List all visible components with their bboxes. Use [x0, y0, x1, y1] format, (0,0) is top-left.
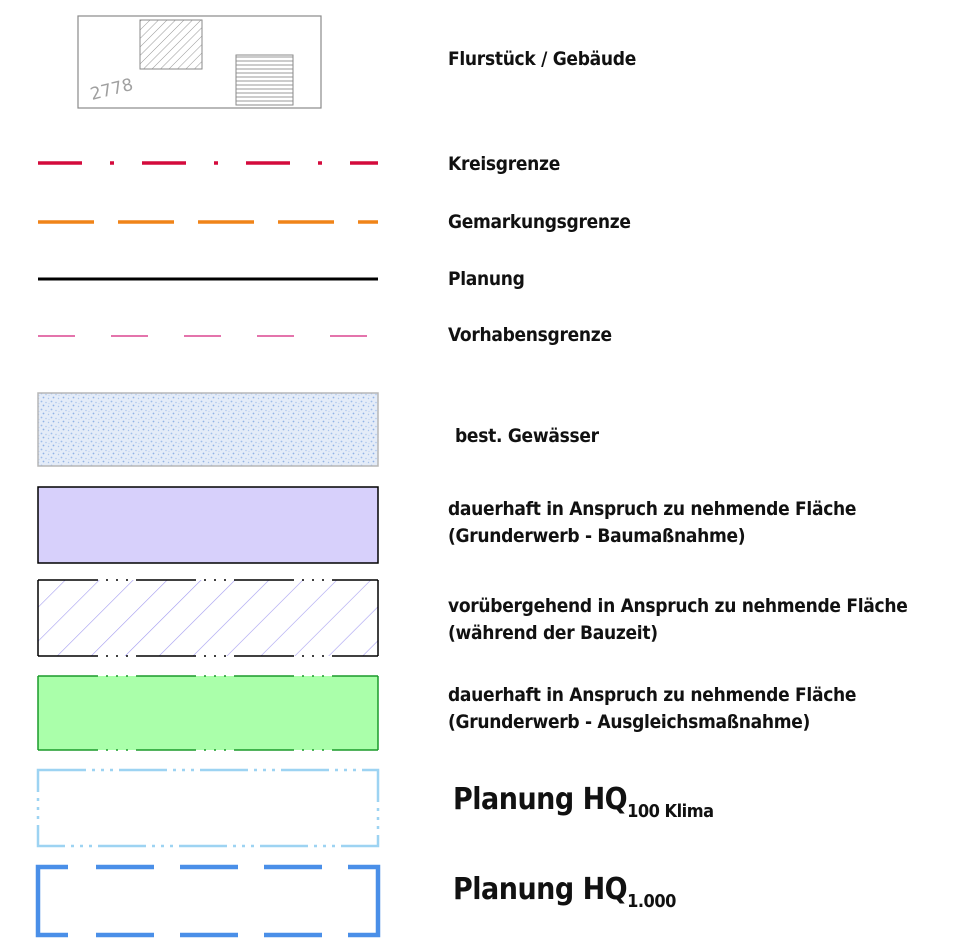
voruebergehend-label: vorübergehend in Anspruch zu nehmende Fl… — [448, 593, 908, 647]
hq1000-sub: 1.000 — [627, 891, 676, 912]
dauerhaft-bau-label: dauerhaft in Anspruch zu nehmende Fläche… — [448, 496, 857, 550]
hq1000-label: Planung HQ1.000 — [453, 875, 676, 915]
voruebergehend-swatch — [37, 579, 379, 657]
hq100-swatch — [36, 768, 380, 848]
flurstueck-label: Flurstück / Gebäude — [448, 48, 636, 70]
dauerhaft-ausgleich-line2: (Grunderwerb - Ausgleichsmaßnahme) — [448, 711, 811, 733]
vorhabensgrenze-label: Vorhabensgrenze — [448, 324, 612, 346]
hq1000-main: Planung HQ — [453, 872, 628, 907]
dauerhaft-bau-line2: (Grunderwerb - Baumaßnahme) — [448, 525, 746, 547]
gewaesser-label: best. Gewässer — [455, 425, 599, 447]
voruebergehend-line2: (während der Bauzeit) — [448, 622, 658, 644]
planung-label: Planung — [448, 268, 525, 290]
dauerhaft-ausgleich-line1: dauerhaft in Anspruch zu nehmende Fläche — [448, 684, 857, 706]
hq100-sub: 100 Klima — [627, 801, 714, 822]
voruebergehend-line1: vorübergehend in Anspruch zu nehmende Fl… — [448, 595, 908, 617]
hq1000-swatch — [35, 864, 381, 938]
parcel-symbol: 2778 — [77, 15, 322, 109]
gemarkungsgrenze-label: Gemarkungsgrenze — [448, 211, 631, 233]
dauerhaft-bau-swatch — [37, 486, 379, 564]
hq100-main: Planung HQ — [453, 782, 628, 817]
hq100-label: Planung HQ100 Klima — [453, 785, 714, 825]
dauerhaft-ausgleich-label: dauerhaft in Anspruch zu nehmende Fläche… — [448, 682, 857, 736]
dauerhaft-bau-line1: dauerhaft in Anspruch zu nehmende Fläche — [448, 498, 857, 520]
kreisgrenze-label: Kreisgrenze — [448, 153, 560, 175]
gewaesser-swatch — [37, 392, 379, 467]
dauerhaft-ausgleich-swatch — [37, 675, 379, 751]
